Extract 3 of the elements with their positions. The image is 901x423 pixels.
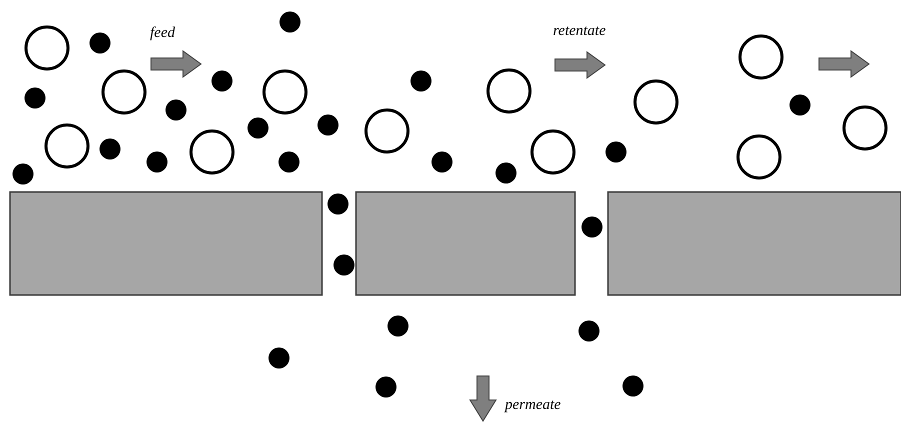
flow-label: permeate <box>505 396 561 414</box>
flow-label: feed <box>150 24 175 42</box>
flow-label: retentate <box>553 22 606 40</box>
